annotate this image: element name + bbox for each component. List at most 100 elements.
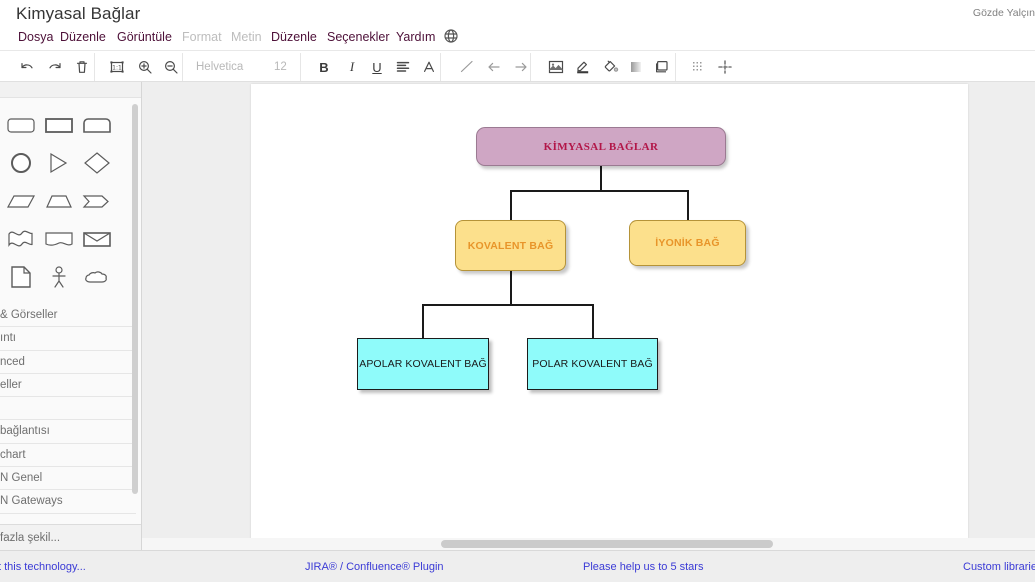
rounded-rect-shape[interactable] bbox=[2, 106, 40, 144]
chevron-shape[interactable] bbox=[78, 182, 116, 220]
edge-kovalent-to-apolar[interactable] bbox=[422, 304, 424, 338]
toolbar-separator-4 bbox=[530, 53, 531, 81]
shadow-icon[interactable] bbox=[625, 56, 647, 78]
menu-item-dzenle-5[interactable]: Düzenle bbox=[271, 30, 317, 44]
shape-library-item-7[interactable]: N Genel bbox=[0, 467, 136, 491]
waypoints-icon[interactable] bbox=[714, 56, 736, 78]
undo-icon[interactable] bbox=[16, 56, 38, 78]
edge-root-bus[interactable] bbox=[509, 190, 689, 192]
menu-item-seenekler-6[interactable]: Seçenekler bbox=[327, 30, 390, 44]
align-icon[interactable] bbox=[392, 56, 414, 78]
title-bar: Kimyasal Bağlar Gözde Yalçın bbox=[0, 0, 1035, 28]
wave-shape[interactable] bbox=[2, 220, 40, 258]
shape-library-item-8[interactable]: N Gateways bbox=[0, 490, 136, 514]
sidebar-scrollbar[interactable] bbox=[132, 104, 138, 494]
actor-shape[interactable] bbox=[40, 258, 78, 296]
page-corner-shape[interactable] bbox=[2, 258, 40, 296]
shape-row-0 bbox=[0, 106, 141, 144]
zoom-in-icon[interactable] bbox=[134, 56, 156, 78]
line-style-icon[interactable] bbox=[456, 56, 478, 78]
globe-icon[interactable] bbox=[444, 29, 458, 43]
canvas-horizontal-scroll-thumb[interactable] bbox=[441, 540, 773, 548]
shape-library-item-5[interactable]: bağlantısı bbox=[0, 420, 136, 444]
rect-shape[interactable] bbox=[40, 106, 78, 144]
triangle-right-shape[interactable] bbox=[40, 144, 78, 182]
diagram-canvas[interactable]: KİMYASAL BAĞLAR KOVALENT BAĞ İYONİK BAĞ APO… bbox=[142, 82, 1035, 550]
footer-link-3[interactable]: Custom libraries bbox=[963, 561, 1035, 573]
bold-icon[interactable]: B bbox=[319, 59, 329, 75]
diamond-shape[interactable] bbox=[78, 144, 116, 182]
diagram-node-polar[interactable]: POLAR KOVALENT BAĞ bbox=[527, 338, 658, 390]
menu-item-dzenle-1[interactable]: Düzenle bbox=[60, 30, 106, 44]
arrow-right-icon[interactable] bbox=[510, 56, 532, 78]
actual-size-icon[interactable]: 1:1 bbox=[106, 56, 128, 78]
menu-item-format-3: Format bbox=[182, 30, 222, 44]
footer-link-1[interactable]: JIRA® / Confluence® Plugin bbox=[305, 561, 444, 573]
svg-text:1:1: 1:1 bbox=[112, 65, 122, 72]
arrow-left-icon[interactable] bbox=[483, 56, 505, 78]
edge-kovalent-stem[interactable] bbox=[509, 271, 512, 304]
zoom-out-icon[interactable] bbox=[160, 56, 182, 78]
shape-library-item-4[interactable] bbox=[0, 397, 136, 421]
document-wave-shape[interactable] bbox=[40, 220, 78, 258]
cloud-shape[interactable] bbox=[78, 258, 116, 296]
toolbar-separator-2 bbox=[300, 53, 301, 81]
user-name-label[interactable]: Gözde Yalçın bbox=[972, 7, 1035, 19]
edge-root-to-iyonik[interactable] bbox=[686, 190, 689, 220]
fill-color-icon[interactable] bbox=[599, 56, 621, 78]
diagram-node-apolar[interactable]: APOLAR KOVALENT BAĞ bbox=[357, 338, 489, 390]
footer-link-0[interactable]: t this technology... bbox=[0, 561, 86, 573]
redo-icon[interactable] bbox=[44, 56, 66, 78]
rounded-shape-icon[interactable] bbox=[651, 56, 673, 78]
shape-row-4 bbox=[0, 258, 141, 296]
menu-item-grntle-2[interactable]: Görüntüle bbox=[117, 30, 172, 44]
edge-kovalent-bus[interactable] bbox=[422, 304, 594, 306]
toolbar: 1:1 Helvetica 12 B I U bbox=[0, 50, 1035, 82]
shape-row-3 bbox=[0, 220, 141, 258]
shape-palette bbox=[0, 106, 141, 296]
edge-root-stem[interactable] bbox=[600, 166, 602, 190]
more-shapes-button[interactable]: fazla şekil... bbox=[0, 524, 141, 550]
font-family-select[interactable]: Helvetica bbox=[196, 61, 244, 73]
menu-item-yardm-7[interactable]: Yardım bbox=[396, 30, 436, 44]
menu-item-dosya-0[interactable]: Dosya bbox=[18, 30, 54, 44]
rect-rounded-top-shape[interactable] bbox=[78, 106, 116, 144]
diagram-node-iyonik[interactable]: İYONİK BAĞ bbox=[629, 220, 746, 266]
font-size-input[interactable]: 12 bbox=[274, 61, 287, 73]
shape-library-item-0[interactable]: & Görseller bbox=[0, 304, 136, 328]
shape-row-2 bbox=[0, 182, 141, 220]
shape-library-item-3[interactable]: eller bbox=[0, 373, 136, 398]
underline-icon[interactable]: U bbox=[372, 59, 382, 75]
edge-root-to-kovalent[interactable] bbox=[509, 190, 512, 220]
shape-library-item-2[interactable]: nced bbox=[0, 350, 136, 374]
line-color-icon[interactable] bbox=[572, 56, 594, 78]
font-color-icon[interactable] bbox=[418, 56, 440, 78]
circle-shape[interactable] bbox=[2, 144, 40, 182]
shape-library-item-6[interactable]: chart bbox=[0, 443, 136, 468]
canvas-horizontal-scrollbar[interactable] bbox=[142, 538, 1035, 550]
toolbar-separator-0 bbox=[94, 53, 95, 81]
parallelogram-shape[interactable] bbox=[2, 182, 40, 220]
shape-row-1 bbox=[0, 144, 141, 182]
diagram-node-kovalent[interactable]: KOVALENT BAĞ bbox=[455, 220, 566, 271]
shape-library-item-1[interactable]: ıntı bbox=[0, 327, 136, 351]
sidebar-header bbox=[0, 82, 141, 98]
envelope-shape[interactable] bbox=[78, 220, 116, 258]
footer-link-2[interactable]: Please help us to 5 stars bbox=[583, 561, 704, 573]
grid-icon[interactable] bbox=[687, 56, 709, 78]
delete-icon[interactable] bbox=[71, 56, 93, 78]
menu-item-metin-4: Metin bbox=[231, 30, 262, 44]
diagram-node-root[interactable]: KİMYASAL BAĞLAR bbox=[476, 127, 726, 166]
edge-kovalent-to-polar[interactable] bbox=[591, 304, 594, 338]
toolbar-separator-1 bbox=[182, 53, 183, 81]
italic-icon[interactable]: I bbox=[349, 59, 355, 74]
trapezoid-shape[interactable] bbox=[40, 182, 78, 220]
diagram-page[interactable]: KİMYASAL BAĞLAR KOVALENT BAĞ İYONİK BAĞ APO… bbox=[251, 84, 968, 539]
toolbar-separator-5 bbox=[675, 53, 676, 81]
insert-image-icon[interactable] bbox=[545, 56, 567, 78]
page-title: Kimyasal Bağlar bbox=[16, 4, 141, 23]
footer-bar: t this technology... JIRA® / Confluence® … bbox=[0, 550, 1035, 582]
